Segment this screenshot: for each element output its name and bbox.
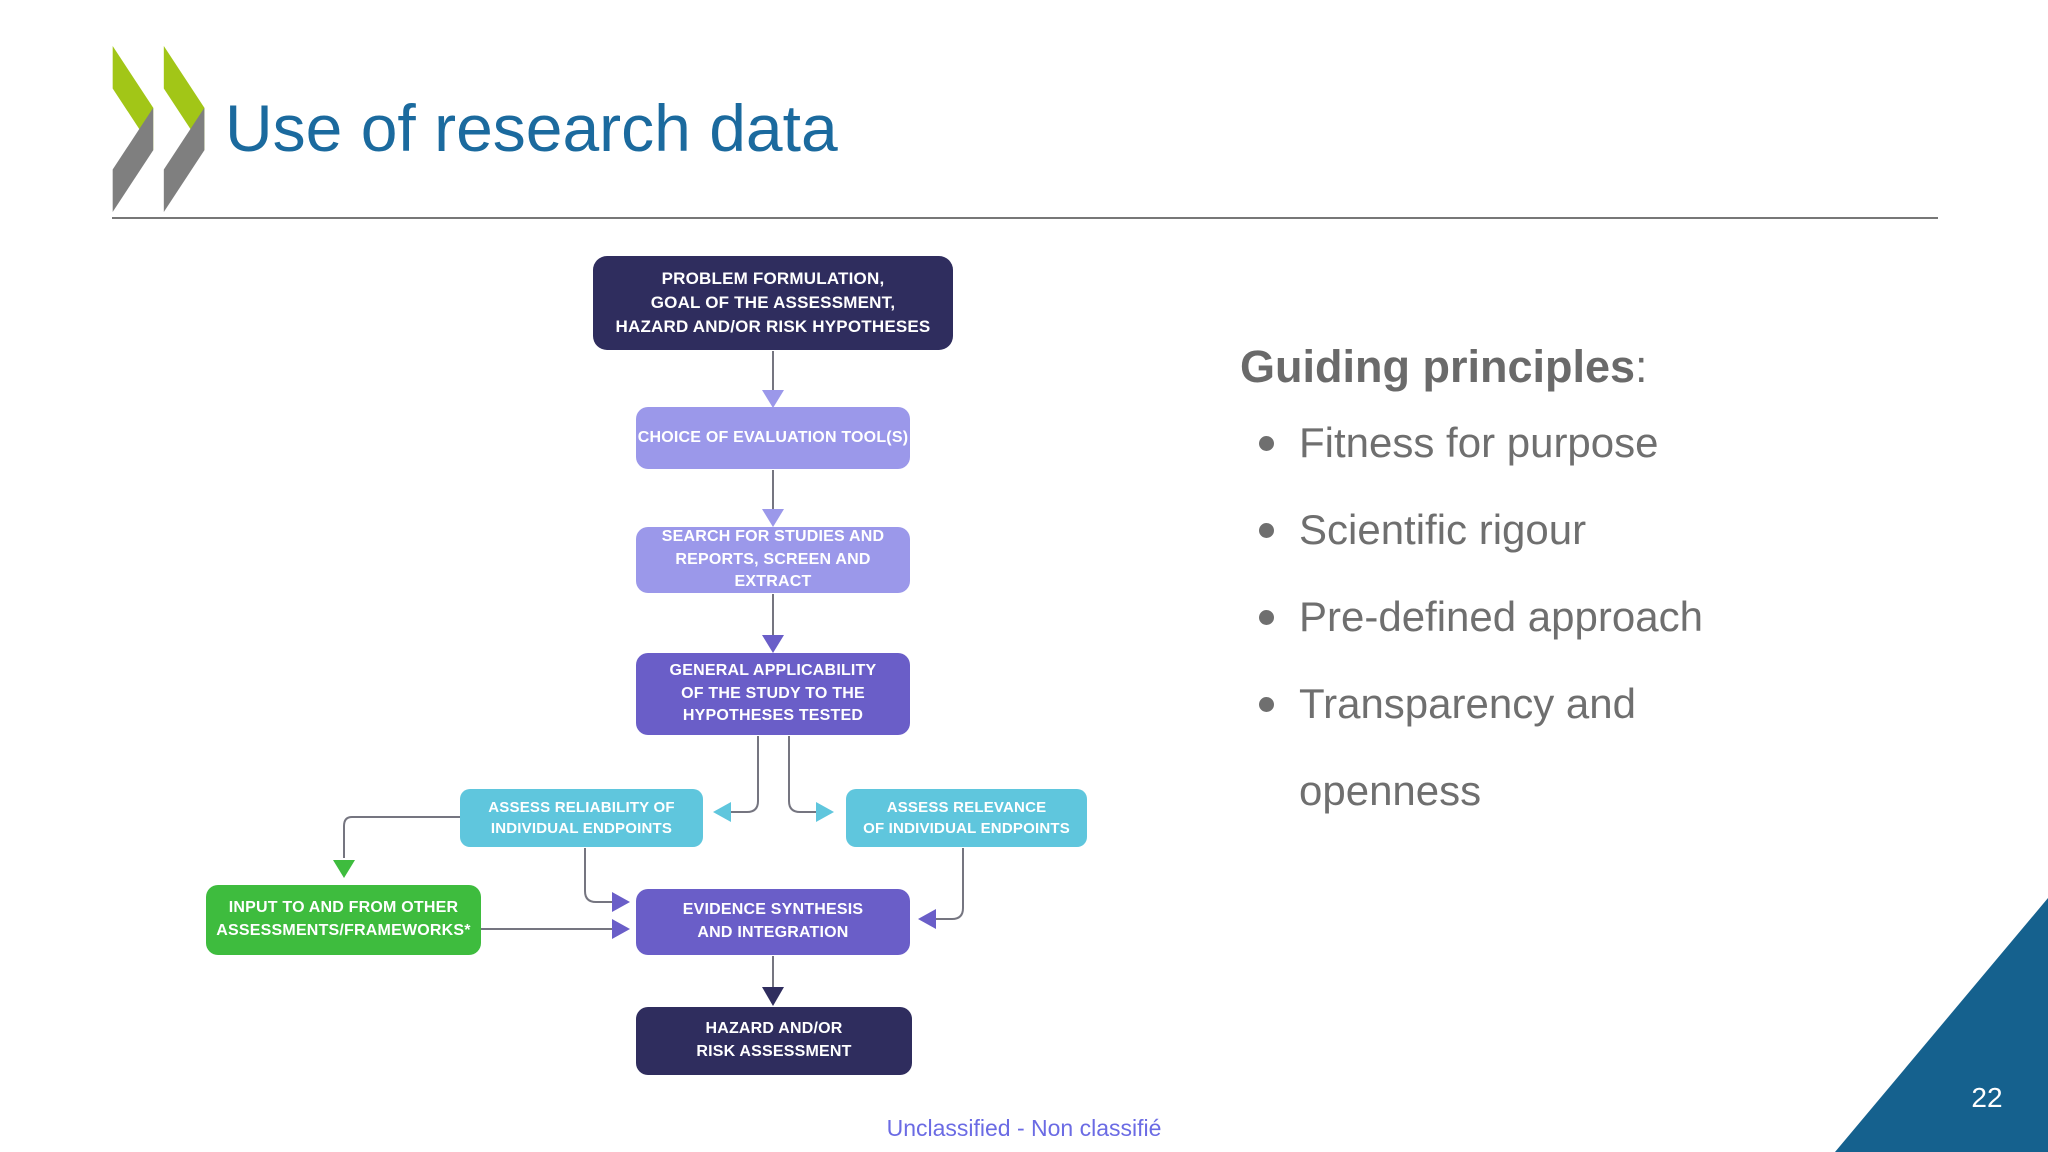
flow-box-assess-relevance: ASSESS RELEVANCE OF INDIVIDUAL ENDPOINTS <box>846 789 1087 847</box>
connector-reliability-to-input <box>343 816 460 858</box>
connector-relevance-to-evidence <box>936 848 964 920</box>
arrowhead-green-down <box>333 860 355 878</box>
page-number: 22 <box>1971 1082 2003 1113</box>
guiding-principles-heading-text: Guiding principles <box>1240 341 1636 392</box>
arrowhead-navy-down <box>762 987 784 1006</box>
flow-box-problem-formulation: PROBLEM FORMULATION, GOAL OF THE ASSESSM… <box>593 256 953 350</box>
guiding-principles-heading: Guiding principles: <box>1240 342 1648 392</box>
bullet-icon <box>1259 522 1274 538</box>
arrowhead-lavender-down <box>762 509 784 527</box>
chevron-icon <box>163 46 205 212</box>
bullet-icon <box>1259 436 1274 451</box>
arrowhead-purple-down <box>762 635 784 653</box>
corner-triangle <box>1835 898 2048 1152</box>
flow-box-hazard-risk-assessment: HAZARD AND/OR RISK ASSESSMENT <box>636 1007 912 1075</box>
bullet-icon <box>1259 696 1274 712</box>
arrowhead-teal-left <box>713 802 731 822</box>
arrowhead-purple-left <box>918 909 936 929</box>
list-item: Pre-defined approach <box>1245 574 1745 661</box>
flow-box-input-other-frameworks: INPUT TO AND FROM OTHER ASSESSMENTS/FRAM… <box>206 885 481 955</box>
flow-box-evidence-synthesis: EVIDENCE SYNTHESIS AND INTEGRATION <box>636 889 910 955</box>
arrowhead-lavender-down <box>762 390 784 408</box>
arrowhead-purple-right <box>612 892 630 912</box>
classification-footer: Unclassified - Non classifié <box>886 1115 1162 1141</box>
flow-box-search-studies: SEARCH FOR STUDIES AND REPORTS, SCREEN A… <box>636 527 910 593</box>
page-title: Use of research data <box>225 91 838 165</box>
arrowhead-teal-right <box>816 802 834 822</box>
arrowhead-purple-right <box>612 919 630 939</box>
guiding-principles-list: Fitness for purpose Scientific rigour Pr… <box>1245 400 1745 835</box>
flow-box-assess-reliability: ASSESS RELIABILITY OF INDIVIDUAL ENDPOIN… <box>460 789 703 847</box>
list-item: Fitness for purpose <box>1245 400 1745 487</box>
flow-box-general-applicability: GENERAL APPLICABILITY OF THE STUDY TO TH… <box>636 653 910 735</box>
flow-box-choice-of-tools: CHOICE OF EVALUATION TOOL(S) <box>636 407 910 469</box>
oecd-chevrons-logo-icon <box>112 46 205 212</box>
connector-general-to-reliability <box>731 736 759 813</box>
list-item: Transparency and openness <box>1245 661 1745 835</box>
connector-general-to-relevance <box>788 736 816 813</box>
guiding-principles-heading-colon: : <box>1635 341 1648 392</box>
chevron-icon <box>112 46 154 212</box>
connector-reliability-to-evidence <box>584 848 612 903</box>
header-divider <box>112 217 1938 219</box>
bullet-icon <box>1259 609 1274 625</box>
list-item: Scientific rigour <box>1245 487 1745 574</box>
